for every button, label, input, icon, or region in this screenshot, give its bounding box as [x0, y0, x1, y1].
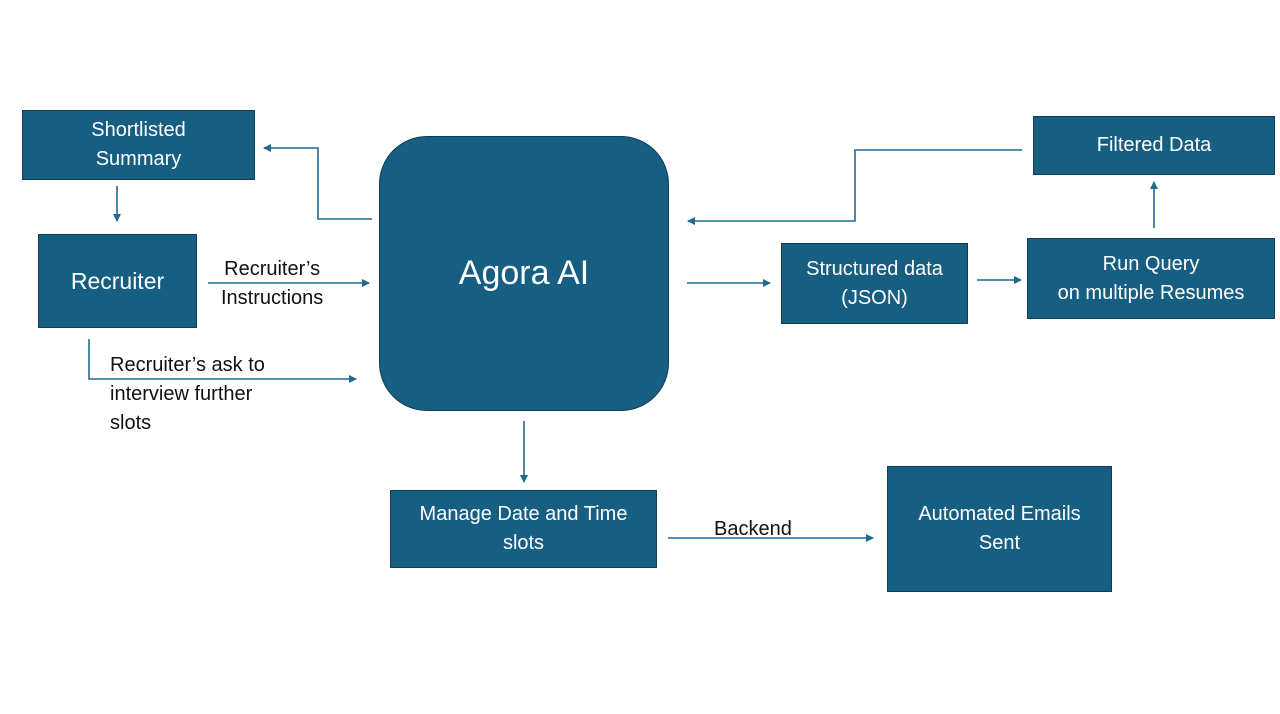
- run-query-line2: on multiple Resumes: [1057, 281, 1245, 304]
- arrow-filtered-to-agora: [687, 149, 1022, 225]
- run-query-box: Run Query on multiple Resumes: [1027, 238, 1275, 319]
- run-query-line1: Run Query: [1102, 252, 1200, 275]
- edge-label-backend-text: Backend: [714, 518, 792, 540]
- agora-ai-box: Agora AI: [379, 136, 669, 411]
- filtered-data-box: Filtered Data: [1033, 116, 1275, 175]
- automated-emails-line2: Sent: [978, 532, 1021, 554]
- arrow-agora-to-shortlisted: [263, 144, 372, 220]
- agora-ai-label: Agora AI: [458, 254, 590, 292]
- shortlisted-summary-line1: Shortlisted: [91, 119, 186, 141]
- edge-label-instructions-line1: Recruiter’s: [224, 258, 321, 280]
- edge-label-ask: Recruiter’s ask to interview further slo…: [110, 351, 265, 438]
- edge-label-ask-line3: slots: [110, 412, 152, 434]
- shortlisted-summary-box: Shortlisted Summary: [22, 110, 255, 180]
- manage-slots-line1: Manage Date and Time: [419, 503, 628, 525]
- structured-data-line1: Structured data: [806, 257, 943, 280]
- automated-emails-line1: Automated Emails: [918, 503, 1081, 525]
- shortlisted-summary-line2: Summary: [95, 148, 182, 170]
- edge-label-instructions: Recruiter’s Instructions: [221, 255, 323, 313]
- automated-emails-box: Automated Emails Sent: [887, 466, 1112, 592]
- recruiter-label: Recruiter: [70, 267, 165, 294]
- edge-label-ask-line1: Recruiter’s ask to: [110, 354, 265, 376]
- edge-label-ask-line2: interview further: [110, 383, 253, 405]
- structured-data-line2: (JSON): [841, 286, 908, 309]
- manage-slots-box: Manage Date and Time slots: [390, 490, 657, 568]
- structured-data-box: Structured data (JSON): [781, 243, 968, 324]
- recruiter-box: Recruiter: [38, 234, 197, 328]
- edge-label-instructions-line2: Instructions: [221, 287, 324, 309]
- filtered-data-label: Filtered Data: [1096, 134, 1212, 156]
- manage-slots-line2: slots: [502, 532, 545, 554]
- edge-label-backend: Backend: [714, 515, 792, 544]
- arrow-recruiter-ask: [88, 339, 357, 383]
